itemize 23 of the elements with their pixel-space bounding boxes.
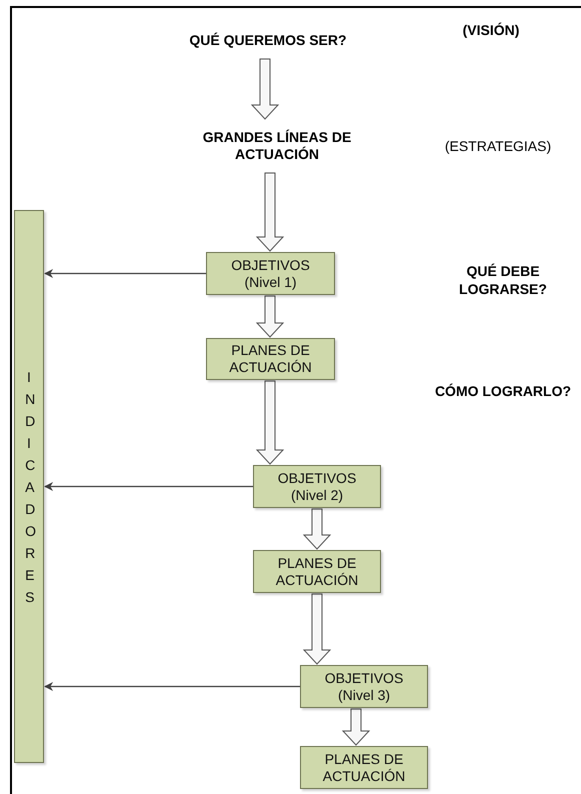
process-box: PLANES DE ACTUACIÓN	[206, 338, 335, 380]
side-note: (ESTRATEGIAS)	[444, 137, 552, 155]
block-arrow	[256, 380, 284, 465]
process-box: PLANES DE ACTUACIÓN	[253, 550, 381, 593]
indicator-bar: INDICADORES	[14, 210, 44, 763]
heading-text: GRANDES LÍNEAS DE ACTUACIÓN	[168, 120, 386, 172]
block-arrow	[342, 708, 370, 746]
block-arrow	[256, 296, 284, 338]
arrow	[44, 482, 253, 491]
block-arrow	[256, 172, 284, 252]
block-arrow	[302, 594, 332, 665]
side-note: QUÉ DEBE LOGRARSE?	[458, 262, 548, 298]
arrow	[44, 269, 206, 278]
process-box: PLANES DE ACTUACIÓN	[300, 746, 428, 789]
block-arrow	[250, 58, 280, 120]
process-box: OBJETIVOS (Nivel 3)	[300, 665, 428, 708]
arrow	[44, 682, 300, 691]
side-note: CÓMO LOGRARLO?	[434, 382, 572, 400]
side-note: (VISIÓN)	[462, 21, 520, 39]
process-box: OBJETIVOS (Nivel 2)	[253, 465, 381, 508]
block-arrow	[302, 508, 332, 550]
process-box: OBJETIVOS (Nivel 1)	[206, 252, 335, 295]
heading-text: QUÉ QUEREMOS SER?	[160, 22, 376, 58]
